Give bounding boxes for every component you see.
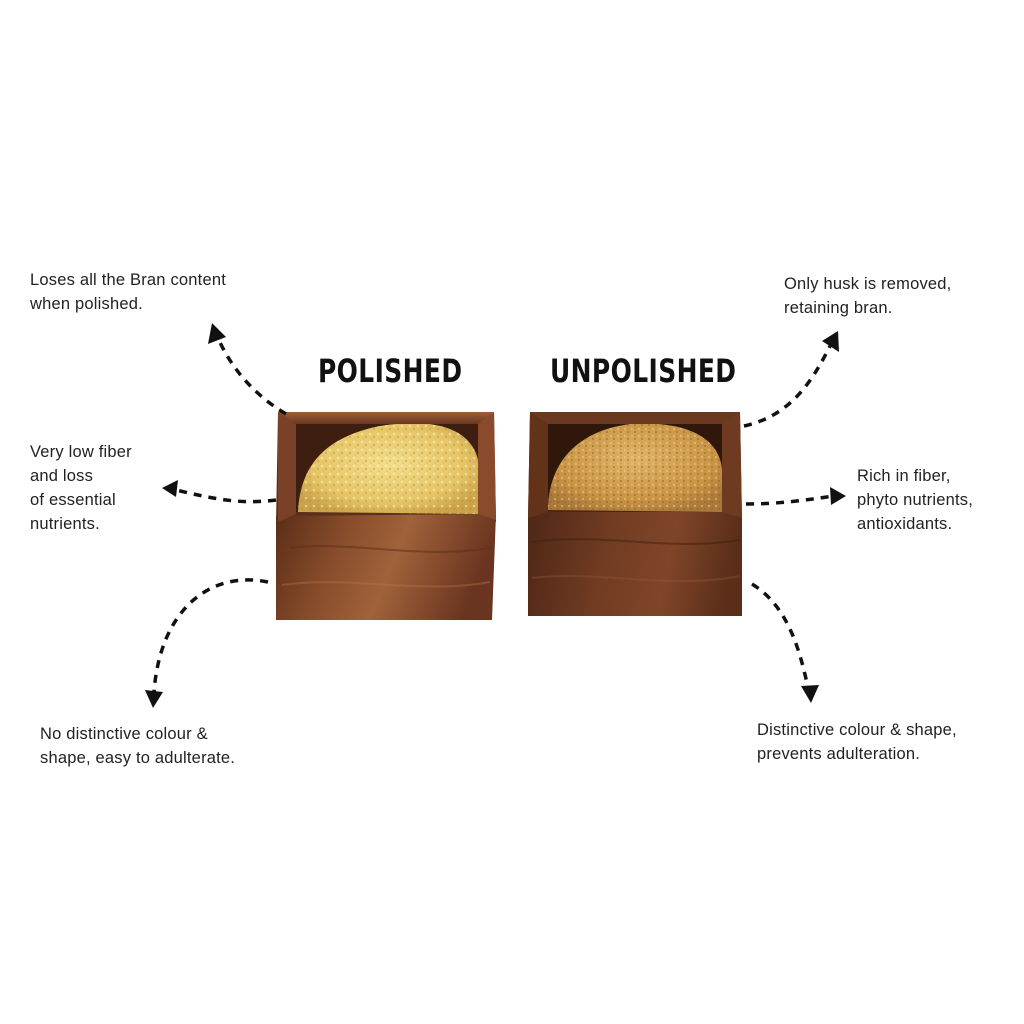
arrow-polished-bran (216, 337, 287, 416)
note-line: Distinctive colour & shape, (757, 721, 957, 739)
unpolished-bran-note: Only husk is removed, retaining bran. (784, 272, 951, 320)
unpolished-heading: UNPOLISHED (550, 352, 737, 390)
note-line: phyto nutrients, (857, 491, 974, 509)
note-line: Loses all the Bran content (30, 271, 226, 289)
unpolished-shape-note: Distinctive colour & shape, prevents adu… (757, 718, 957, 766)
note-line: antioxidants. (857, 515, 953, 533)
note-line: of essential (30, 491, 116, 509)
polished-shape-note: No distinctive colour & shape, easy to a… (40, 722, 235, 770)
note-line: Rich in fiber, (857, 467, 951, 485)
arrowhead-unpolished-fiber (830, 487, 846, 505)
note-line: when polished. (30, 295, 143, 313)
arrowhead-unpolished-bran (822, 331, 839, 352)
arrow-polished-fiber (175, 488, 277, 504)
note-line: prevents adulteration. (757, 745, 921, 763)
arrow-unpolished-shape (751, 582, 810, 689)
polished-fiber-note: Very low fiber and loss of essential nut… (30, 440, 132, 536)
note-line: nutrients. (30, 515, 100, 533)
note-line: shape, easy to adulterate. (40, 749, 236, 767)
note-line: and loss (30, 467, 94, 485)
note-line: Only husk is removed, (784, 275, 952, 293)
note-line: No distinctive colour & (40, 725, 208, 743)
polished-bran-note: Loses all the Bran content when polished… (30, 268, 226, 316)
unpolished-fiber-note: Rich in fiber, phyto nutrients, antioxid… (857, 464, 973, 536)
arrowhead-polished-shape (145, 690, 163, 708)
polished-box (276, 412, 496, 620)
polished-heading: POLISHED (318, 352, 463, 390)
arrowhead-polished-bran (208, 323, 226, 344)
arrow-unpolished-fiber (745, 494, 835, 506)
note-line: retaining bran. (784, 299, 893, 317)
arrowhead-unpolished-shape (801, 685, 819, 703)
arrow-unpolished-bran (743, 345, 832, 428)
arrows (152, 337, 835, 693)
arrow-heads (145, 323, 846, 708)
arrowhead-polished-fiber (162, 480, 178, 497)
arrow-polished-shape (152, 578, 269, 693)
unpolished-box (528, 412, 742, 616)
note-line: Very low fiber (30, 443, 132, 461)
